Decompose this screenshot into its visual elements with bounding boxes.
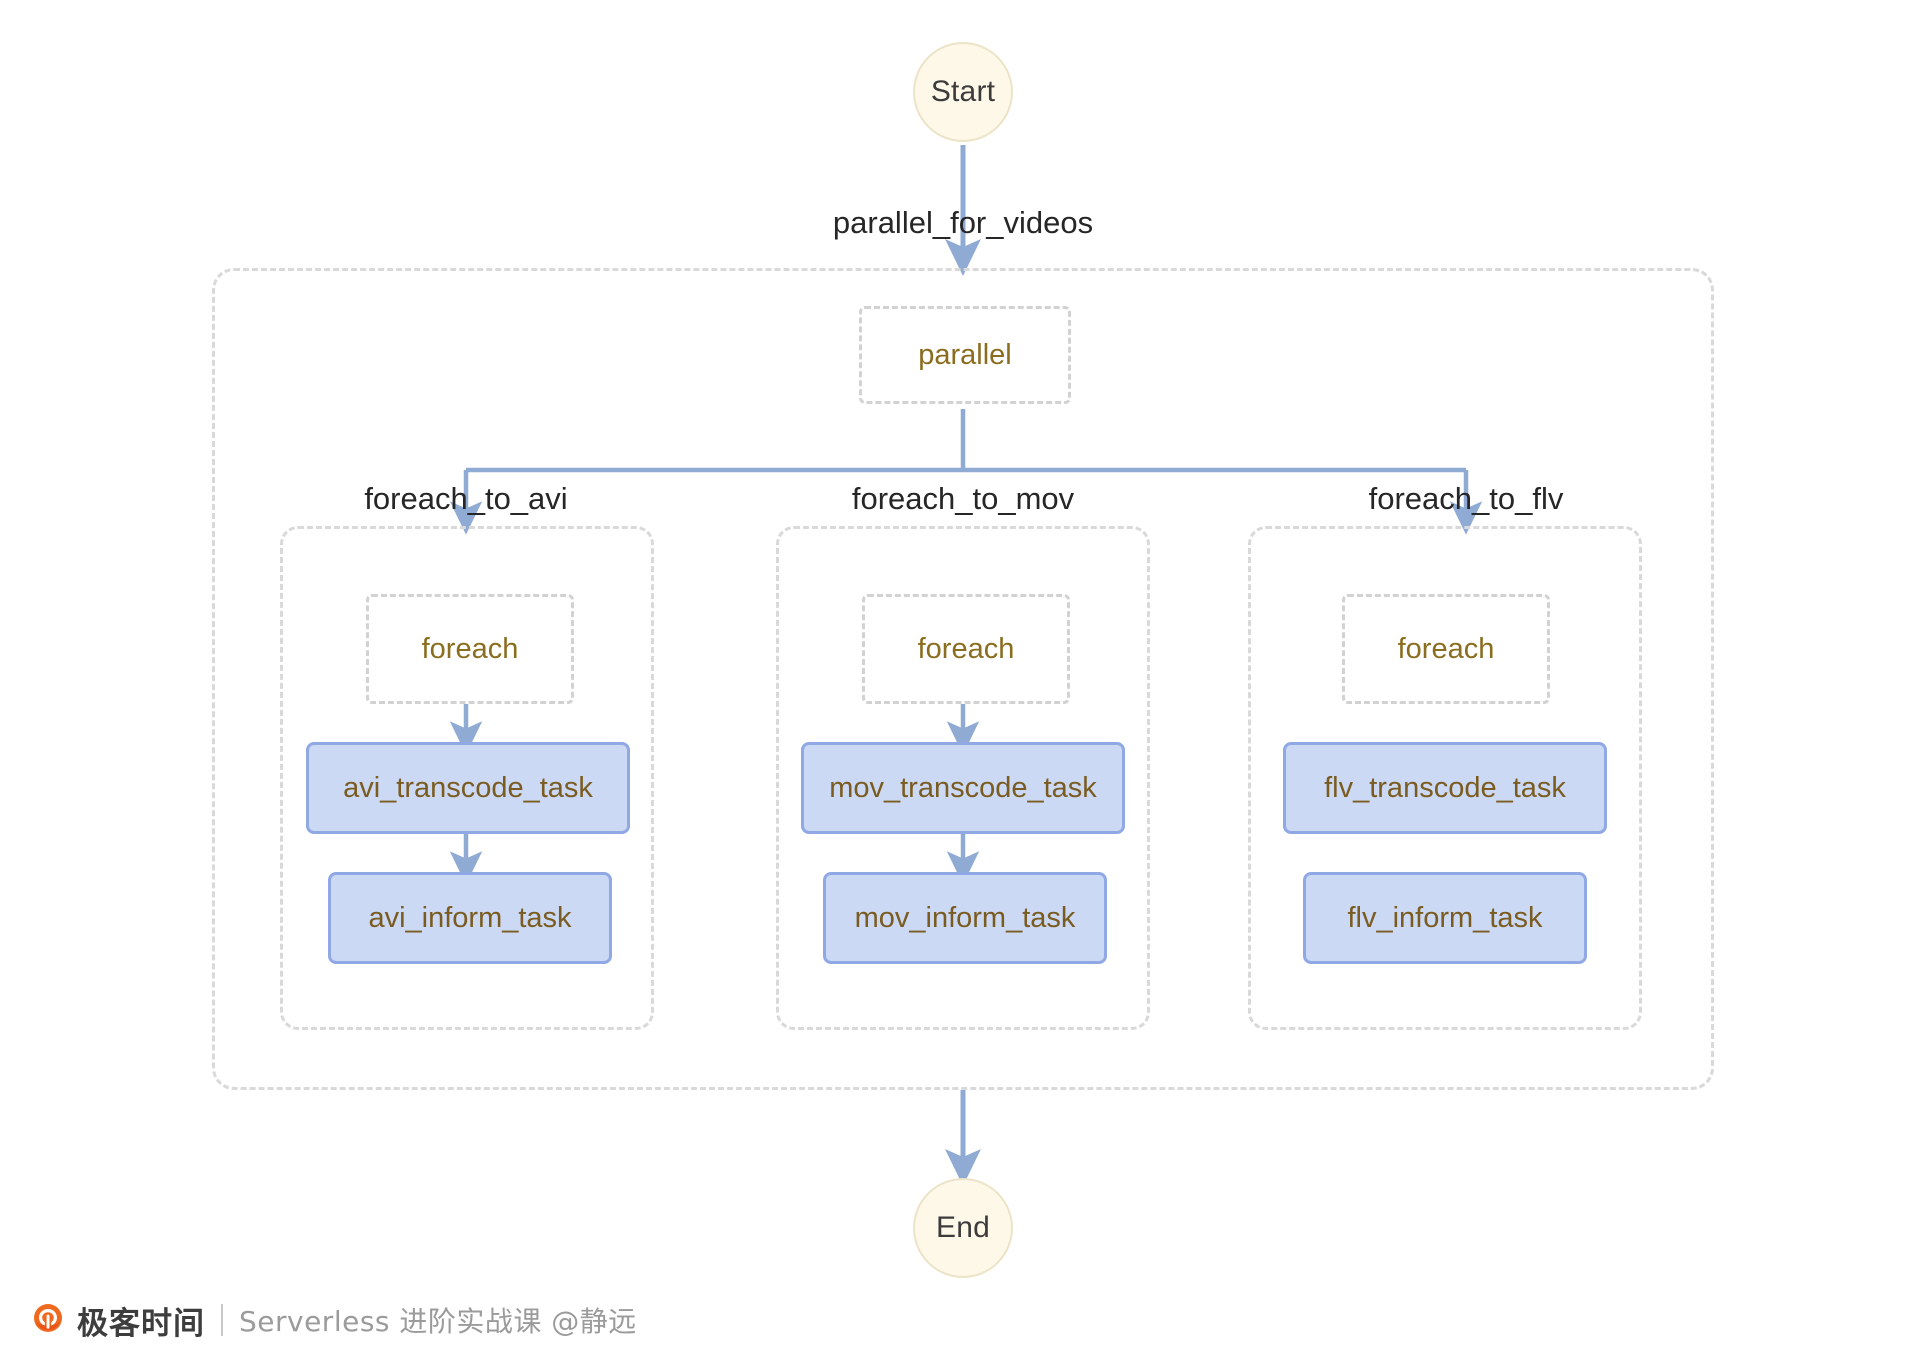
avi-foreach-node[interactable]: foreach <box>366 594 574 704</box>
foreach-avi-group-container[interactable] <box>280 526 654 1030</box>
mov-inform-task-node[interactable]: mov_inform_task <box>823 872 1107 964</box>
parallel-node[interactable]: parallel <box>859 306 1071 404</box>
start-node-label: Start <box>930 75 996 108</box>
end-node[interactable]: End <box>913 1178 1013 1278</box>
watermark-brand: 极客时间 <box>77 1305 205 1342</box>
avi-inform-task-label: avi_inform_task <box>368 901 572 934</box>
avi-foreach-node-label: foreach <box>421 632 519 665</box>
flv-transcode-task-label: flv_transcode_task <box>1324 771 1566 804</box>
mov-inform-task-label: mov_inform_task <box>854 901 1076 934</box>
avi-inform-task-node[interactable]: avi_inform_task <box>328 872 612 964</box>
watermark-divider <box>221 1304 223 1336</box>
edge-label-foreach-to-mov: foreach_to_mov <box>851 481 1075 516</box>
flv-foreach-node-label: foreach <box>1397 632 1495 665</box>
edge-label-parallel-for-videos: parallel_for_videos <box>832 205 1094 240</box>
mov-transcode-task-node[interactable]: mov_transcode_task <box>801 742 1125 834</box>
avi-transcode-task-node[interactable]: avi_transcode_task <box>306 742 630 834</box>
flv-foreach-node[interactable]: foreach <box>1342 594 1550 704</box>
flv-inform-task-node[interactable]: flv_inform_task <box>1303 872 1587 964</box>
parallel-group-container[interactable] <box>212 268 1714 1090</box>
end-node-label: End <box>936 1211 990 1244</box>
parallel-node-label: parallel <box>918 338 1012 371</box>
flv-inform-task-label: flv_inform_task <box>1347 901 1543 934</box>
flv-transcode-task-node[interactable]: flv_transcode_task <box>1283 742 1607 834</box>
geekbang-logo-icon <box>28 1300 68 1340</box>
mov-foreach-node-label: foreach <box>917 632 1015 665</box>
start-node[interactable]: Start <box>913 42 1013 142</box>
avi-transcode-task-label: avi_transcode_task <box>343 771 593 804</box>
edge-label-foreach-to-avi: foreach_to_avi <box>364 481 568 516</box>
foreach-mov-group-container[interactable] <box>776 526 1150 1030</box>
edge-label-foreach-to-flv: foreach_to_flv <box>1368 481 1564 516</box>
watermark-subtitle: Serverless 进阶实战课 @静远 <box>239 1305 637 1338</box>
foreach-flv-group-container[interactable] <box>1248 526 1642 1030</box>
mov-foreach-node[interactable]: foreach <box>862 594 1070 704</box>
watermark: 极客时间 Serverless 进阶实战课 @静远 <box>28 1296 637 1344</box>
mov-transcode-task-label: mov_transcode_task <box>829 771 1097 804</box>
